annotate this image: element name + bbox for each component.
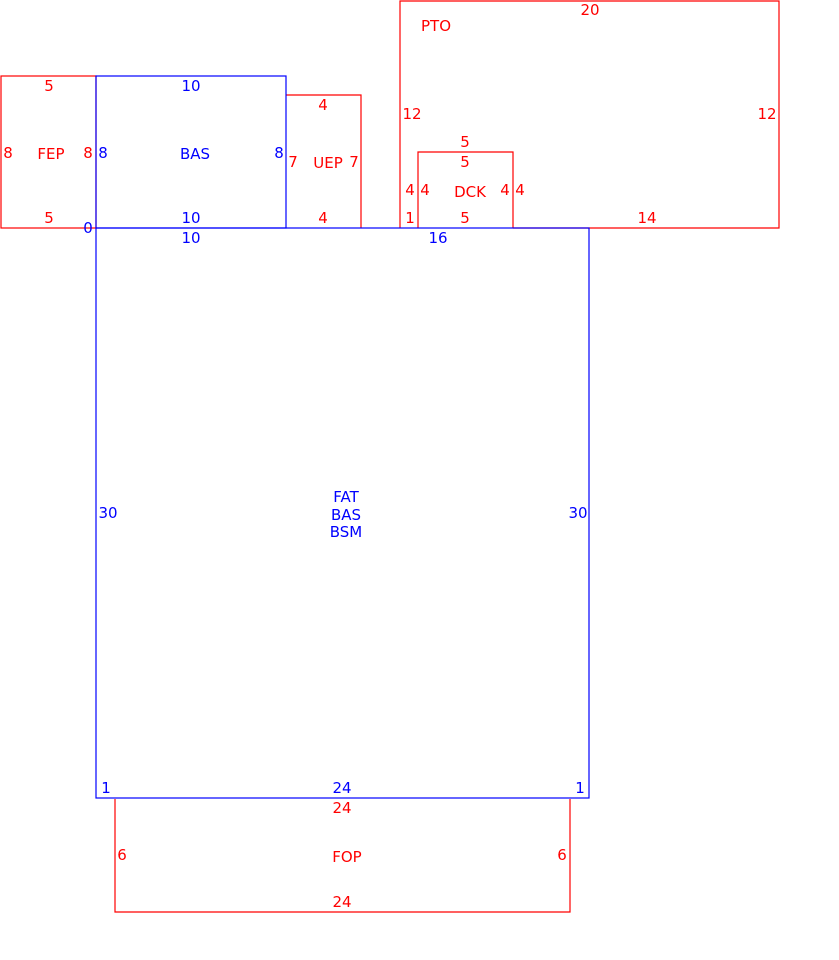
main-top-left-dim: 10 bbox=[181, 229, 200, 247]
uep-left-dim: 7 bbox=[288, 153, 298, 171]
main-bottom-left-stub-dim: 1 bbox=[101, 779, 111, 797]
main-label-line-1: FAT bbox=[333, 488, 359, 506]
bas-bottom-dim: 10 bbox=[181, 209, 200, 227]
fep-label: FEP bbox=[37, 145, 64, 163]
dck-left-inner-dim: 4 bbox=[420, 181, 430, 199]
pto-bottom-left-dim: 1 bbox=[405, 209, 415, 227]
bas-label: BAS bbox=[180, 145, 210, 163]
uep-right-dim: 7 bbox=[349, 153, 359, 171]
pto-left-dim: 12 bbox=[402, 105, 421, 123]
dck-outline bbox=[417, 151, 514, 228]
fop-bottom-dim: 24 bbox=[332, 893, 351, 911]
fep-bottom-dim: 5 bbox=[44, 209, 54, 227]
fop-top-dim: 24 bbox=[332, 799, 351, 817]
main-bottom-right-stub-dim: 1 bbox=[575, 779, 585, 797]
uep-bottom-dim: 4 bbox=[318, 209, 328, 227]
fop-right-dim: 6 bbox=[557, 846, 567, 864]
main-bottom-dim: 24 bbox=[332, 779, 351, 797]
main-right-dim: 30 bbox=[568, 504, 587, 522]
pto-right-dim: 12 bbox=[757, 105, 776, 123]
fop-label: FOP bbox=[332, 848, 361, 866]
fop-left-dim: 6 bbox=[117, 846, 127, 864]
bas-left-dim: 8 bbox=[98, 144, 108, 162]
uep-outline bbox=[286, 94, 362, 228]
dck-right-inner-dim: 4 bbox=[500, 181, 510, 199]
dck-left-outer-dim: 4 bbox=[405, 181, 415, 199]
uep-top-dim: 4 bbox=[318, 96, 328, 114]
pto-top-dim: 20 bbox=[580, 1, 599, 19]
fep-left-dim: 8 bbox=[3, 144, 13, 162]
pto-outline bbox=[399, 0, 780, 229]
pto-label: PTO bbox=[421, 17, 451, 35]
fep-top-dim: 5 bbox=[44, 77, 54, 95]
fep-right-dim: 8 bbox=[83, 144, 93, 162]
bas-right-dim: 8 bbox=[274, 144, 284, 162]
main-corner-dim: 0 bbox=[83, 219, 93, 237]
main-top-right-dim: 16 bbox=[428, 229, 447, 247]
fop-outline bbox=[114, 799, 571, 913]
dck-bottom-dim: 5 bbox=[460, 209, 470, 227]
dck-top-outer-dim: 5 bbox=[460, 133, 470, 151]
dck-label: DCK bbox=[454, 183, 487, 201]
dck-right-outer-dim: 4 bbox=[515, 181, 525, 199]
main-label-line-2: BAS bbox=[331, 506, 361, 524]
bas-top-dim: 10 bbox=[181, 77, 200, 95]
uep-label: UEP bbox=[313, 154, 343, 172]
main-label-line-3: BSM bbox=[330, 523, 363, 541]
pto-bottom-right-dim: 14 bbox=[637, 209, 656, 227]
main-outline bbox=[95, 227, 590, 799]
dck-top-inner-dim: 5 bbox=[460, 153, 470, 171]
main-left-dim: 30 bbox=[98, 504, 117, 522]
